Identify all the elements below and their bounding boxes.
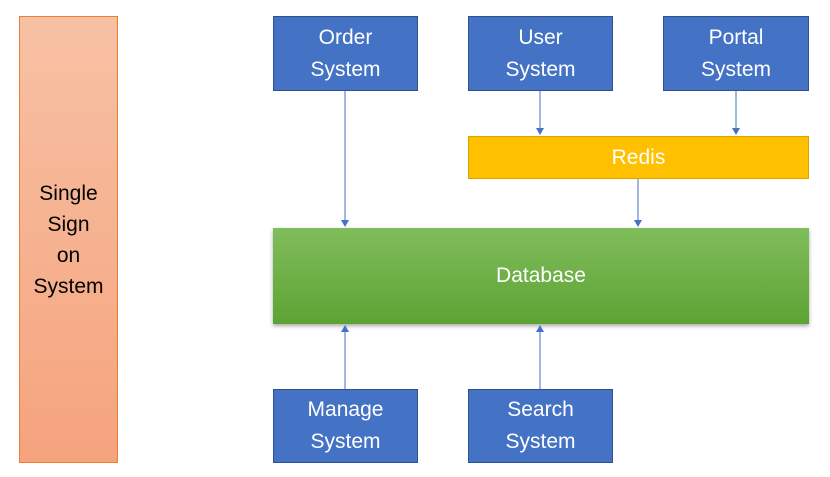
manage-system-box: Manage System — [273, 389, 418, 463]
database-label: Database — [496, 264, 586, 287]
portal-system-label: Portal System — [700, 25, 771, 81]
portal-system-box: Portal System — [663, 16, 809, 91]
search-system-box: Search System — [468, 389, 613, 463]
database-box: Database — [273, 228, 809, 324]
redis-label: Redis — [611, 145, 666, 169]
manage-system-label: Manage System — [307, 398, 384, 453]
single-sign-on-system-box: Single Sign on System — [19, 16, 118, 463]
sso-label: Single Sign on System — [33, 181, 104, 298]
redis-box: Redis — [468, 136, 809, 179]
user-system-label: User System — [505, 25, 576, 81]
order-system-box: Order System — [273, 16, 418, 91]
search-system-label: Search System — [505, 398, 576, 453]
user-system-box: User System — [468, 16, 613, 91]
order-system-label: Order System — [310, 25, 381, 81]
